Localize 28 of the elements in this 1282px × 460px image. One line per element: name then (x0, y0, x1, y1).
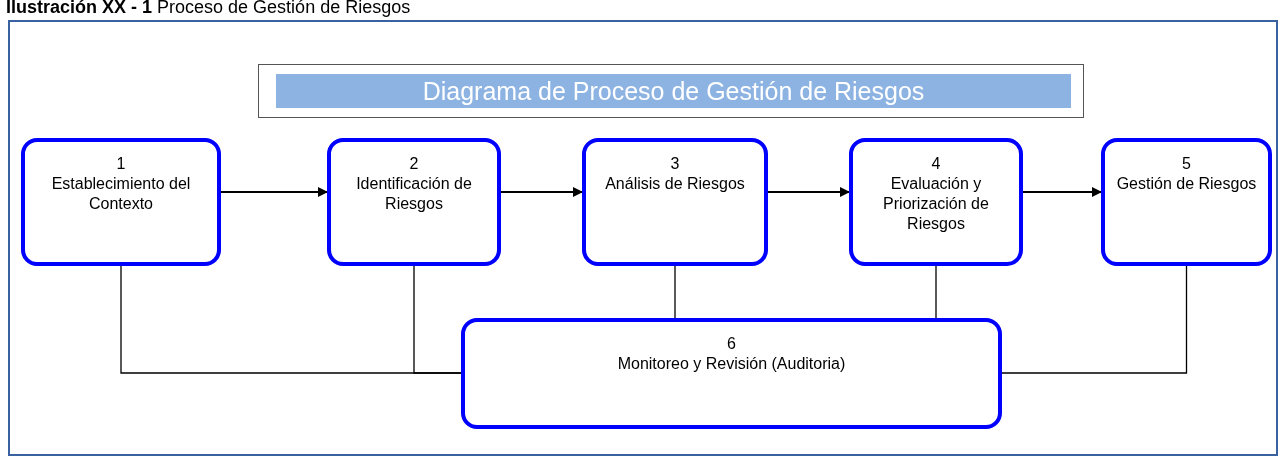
connector-line (1001, 265, 1188, 374)
process-box (327, 138, 501, 266)
arrow (221, 187, 328, 197)
diagram-title: Diagrama de Proceso de Gestión de Riesgos (276, 74, 1071, 108)
step-number: 4 (930, 154, 942, 174)
process-box (21, 138, 221, 266)
connector-line (674, 265, 676, 319)
step-number: 3 (669, 154, 681, 174)
step-number: 5 (1181, 154, 1192, 174)
process-box (461, 318, 1002, 429)
process-box (1101, 138, 1272, 266)
step-label: Identificación de Riesgos (355, 174, 473, 214)
arrow (1023, 187, 1102, 197)
step-label: Monitoreo y Revisión (Auditoria) (616, 354, 847, 374)
step-label: Establecimiento del Contexto (50, 174, 192, 214)
figure-caption: Ilustración XX - 1 Proceso de Gestión de Riesgos (6, 0, 411, 18)
process-box (849, 138, 1023, 266)
process-box (582, 138, 768, 266)
step-number: 1 (115, 154, 127, 174)
step-label: Evaluación y Priorización de Riesgos (882, 174, 990, 234)
step-number: 2 (408, 154, 420, 174)
step-label: Análisis de Riesgos (604, 174, 746, 194)
step-label: Gestión de Riesgos (1115, 174, 1258, 194)
connector-line (413, 265, 462, 374)
connector-line (935, 265, 937, 319)
step-number: 6 (726, 334, 737, 354)
arrow (501, 187, 583, 197)
arrow (768, 187, 850, 197)
